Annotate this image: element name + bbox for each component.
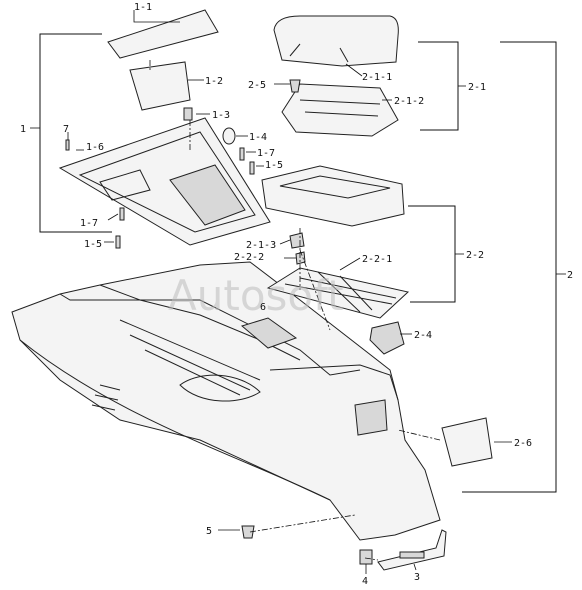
part-1-1-lid xyxy=(107,9,219,59)
part-4-nut xyxy=(359,549,373,565)
label-2-2-2: 2-2-2 xyxy=(234,252,264,263)
label-1-2: 1-2 xyxy=(205,76,223,87)
part-2-1-2-armrest-base xyxy=(281,83,399,137)
part-6-mat xyxy=(240,317,298,349)
part-5-clip xyxy=(241,525,255,539)
label-2-1-3: 2-1-3 xyxy=(246,240,276,251)
label-4: 4 xyxy=(362,576,368,586)
label-1-1: 1-1 xyxy=(134,2,152,13)
part-1-7-screw-lower xyxy=(119,207,125,221)
label-1-5-lower: 1-5 xyxy=(84,239,102,250)
part-3-bracket xyxy=(377,529,447,571)
label-2-4: 2-4 xyxy=(414,330,432,341)
part-2-2-storage-box xyxy=(261,165,405,227)
part-2-2-1-mesh-tray xyxy=(266,267,410,319)
part-1-3-clip xyxy=(183,107,193,121)
label-6: 6 xyxy=(260,302,266,313)
label-2-1-2: 2-1-2 xyxy=(394,96,424,107)
label-2-2: 2-2 xyxy=(466,250,484,261)
label-1-7-lower: 1-7 xyxy=(80,218,98,229)
label-1-6: 1-6 xyxy=(86,142,104,153)
label-1: 1 xyxy=(20,124,26,135)
label-3: 3 xyxy=(414,572,420,583)
label-1-7-upper: 1-7 xyxy=(257,148,275,159)
label-1-3: 1-3 xyxy=(212,110,230,121)
shift-bezel-panel xyxy=(58,117,271,246)
label-1-5-upper: 1-5 xyxy=(265,160,283,171)
label-2: 2 xyxy=(567,270,573,281)
part-1-5-screw-upper xyxy=(249,161,255,175)
part-2-2-2-clip xyxy=(295,251,306,265)
part-2-6-cover xyxy=(441,417,493,467)
label-2-6: 2-6 xyxy=(514,438,532,449)
part-2-1-1-armrest-cover xyxy=(273,15,399,67)
part-1-5-screw-lower xyxy=(115,235,121,249)
label-1-4: 1-4 xyxy=(249,132,267,143)
part-1-7-screw-upper xyxy=(239,147,245,161)
label-2-5: 2-5 xyxy=(248,80,266,91)
label-2-2-1: 2-2-1 xyxy=(362,254,392,265)
part-7-screw xyxy=(65,139,70,151)
watermark: Autosoft xyxy=(168,271,344,320)
label-5: 5 xyxy=(206,526,212,537)
part-2-1-3-latch xyxy=(289,232,305,249)
part-1-4-ring xyxy=(222,127,236,145)
label-2-1-1: 2-1-1 xyxy=(362,72,392,83)
part-3-slot xyxy=(399,551,425,559)
part-2-5-screw xyxy=(289,79,301,93)
part-1-2-bin xyxy=(129,61,191,111)
part-2-4-bracket xyxy=(369,321,405,355)
console-body xyxy=(11,261,441,541)
label-2-1: 2-1 xyxy=(468,82,486,93)
label-7-top: 7 xyxy=(63,124,69,135)
